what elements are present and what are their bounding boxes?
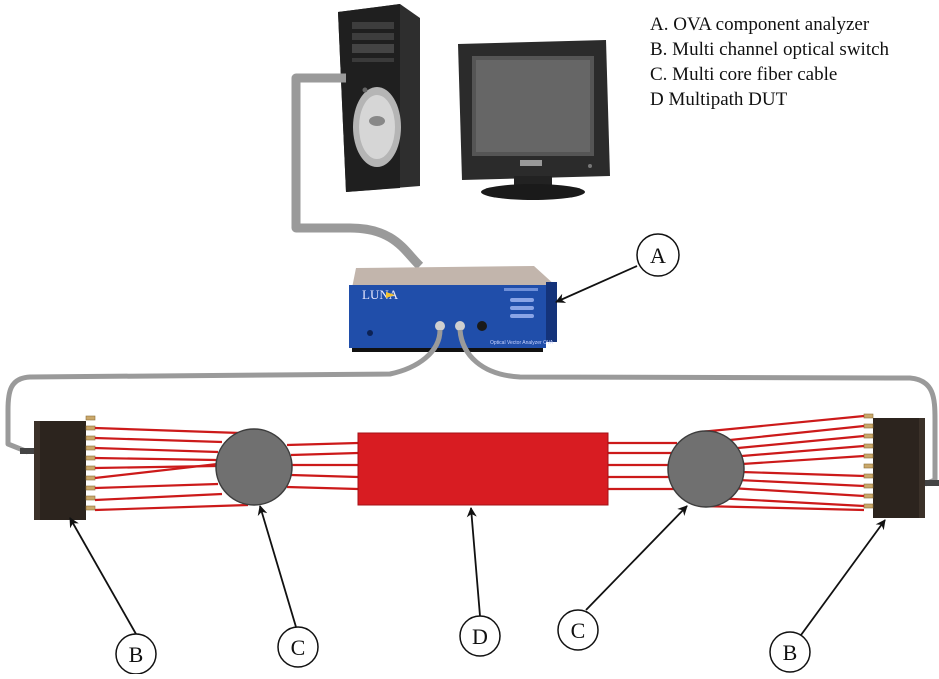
computer-tower xyxy=(338,4,420,192)
ova-brand: LUNA xyxy=(362,287,399,302)
fibers-left-to-dut xyxy=(286,441,359,491)
legend-item-c: C. Multi core fiber cable xyxy=(650,64,838,85)
arrow-b-left xyxy=(69,517,137,635)
fiber-bundle-right xyxy=(667,430,745,508)
ova-analyzer xyxy=(349,266,557,352)
arrow-d xyxy=(466,507,481,617)
optical-switch-left xyxy=(20,415,96,520)
arrow-b-right xyxy=(800,519,886,636)
callout-c-right: C xyxy=(557,609,599,651)
callout-b-left-label: B xyxy=(129,642,144,667)
callout-c-right-label: C xyxy=(571,618,586,643)
fibers-dut-to-right xyxy=(608,441,677,491)
legend: A. OVA component analyzer B. Multi chann… xyxy=(650,12,889,112)
fiber-bundle-left xyxy=(215,428,293,506)
ova-to-left-switch-cable xyxy=(5,329,443,455)
arrow-c-left xyxy=(257,505,297,628)
callout-b-left: B xyxy=(115,633,157,675)
computer-cable xyxy=(291,73,424,270)
luna-logo-icon xyxy=(386,292,395,298)
ova-to-right-switch-cable xyxy=(457,329,938,487)
fibers-left xyxy=(94,426,249,512)
fibers-right xyxy=(699,414,865,512)
callout-a: A xyxy=(636,233,680,277)
callout-c-left-label: C xyxy=(291,635,306,660)
callout-b-right: B xyxy=(769,631,811,673)
callout-a-label: A xyxy=(650,243,666,268)
legend-item-b: B. Multi channel optical switch xyxy=(650,39,890,60)
arrow-c-right xyxy=(585,505,688,611)
multipath-dut xyxy=(357,432,609,506)
callout-d: D xyxy=(459,615,501,657)
optical-switch-right xyxy=(863,413,939,518)
monitor xyxy=(458,40,610,200)
callout-c-left: C xyxy=(277,626,319,668)
ova-model-text: Optical Vector Analyzer OVA xyxy=(490,340,554,346)
callout-d-label: D xyxy=(472,624,488,649)
callout-b-right-label: B xyxy=(783,640,798,665)
legend-item-d: D Multipath DUT xyxy=(650,89,788,110)
legend-item-a: A. OVA component analyzer xyxy=(650,14,870,35)
arrow-a xyxy=(555,265,638,303)
